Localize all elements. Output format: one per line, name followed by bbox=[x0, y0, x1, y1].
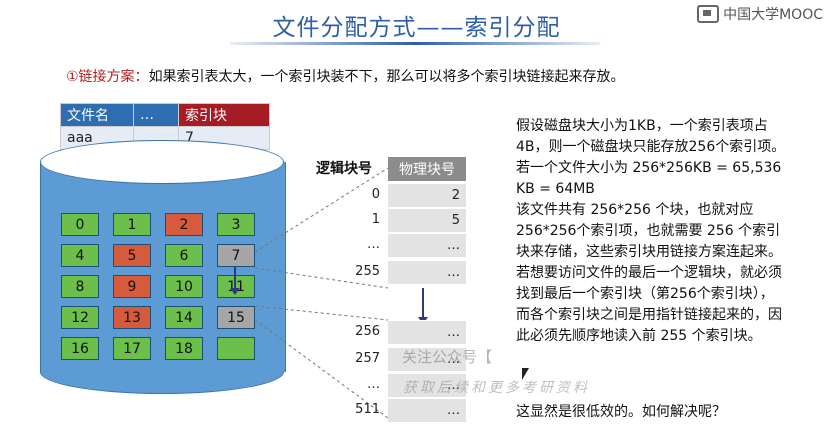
watermark-line2: 获取后续和更多考研资料 bbox=[403, 380, 590, 396]
disk-block: 13 bbox=[113, 306, 151, 329]
col-logical-header: 逻辑块号 bbox=[316, 161, 372, 177]
physical-cell: … bbox=[388, 373, 466, 397]
mooc-logo-icon bbox=[697, 5, 720, 23]
disk-block: 8 bbox=[61, 275, 99, 298]
disk-block: 14 bbox=[165, 306, 203, 329]
physical-cell: … bbox=[388, 260, 466, 284]
disk-block: 3 bbox=[217, 213, 255, 236]
logical-number: 255 bbox=[355, 264, 380, 279]
logical-number: … bbox=[367, 377, 380, 392]
next-index-block-arrow bbox=[418, 288, 428, 324]
disk-cylinder-top bbox=[40, 140, 284, 184]
disk-block-grid: 0123456789101112131415161718 bbox=[61, 213, 255, 360]
explanation-text: 假设磁盘块大小为1KB，一个索引表项占4B，则一个磁盘块只能存放256个索引项。… bbox=[516, 116, 786, 347]
disk-block: 9 bbox=[113, 275, 151, 298]
disk-block: 12 bbox=[61, 306, 99, 329]
mouse-cursor-icon bbox=[522, 368, 529, 380]
explanation-paragraph: 该文件共有 256*256 个块，也就对应 256*256个索引项，也就需要 2… bbox=[516, 202, 782, 260]
scheme-label: ①链接方案： bbox=[66, 69, 149, 85]
conclusion-text: 这显然是很低效的。如何解决呢？ bbox=[516, 404, 726, 420]
brand-logo: 中国大学MOOC bbox=[697, 4, 823, 24]
explanation-paragraph: 假设磁盘块大小为1KB，一个索引表项占4B，则一个磁盘块只能存放256个索引项。 bbox=[516, 118, 786, 155]
explanation-paragraph: 若一个文件大小为 256*256KB = 65,536 KB = 64MB bbox=[516, 160, 782, 197]
logical-number: 511 bbox=[355, 402, 380, 417]
physical-cell: … bbox=[388, 398, 466, 422]
disk-block: 18 bbox=[165, 337, 203, 360]
connector-line bbox=[254, 305, 389, 321]
disk-block: 7 bbox=[217, 244, 255, 267]
disk-block: 5 bbox=[113, 244, 151, 267]
physical-cell: 5 bbox=[388, 208, 466, 232]
logical-number: … bbox=[367, 237, 380, 252]
scheme-text: 如果索引表太大，一个索引块装不下，那么可以将多个索引块链接起来存放。 bbox=[148, 69, 625, 85]
disk-block: 10 bbox=[165, 275, 203, 298]
logical-number: 256 bbox=[355, 324, 380, 339]
title-underline bbox=[230, 42, 600, 45]
physical-cell: … bbox=[388, 233, 466, 257]
connector-line bbox=[254, 167, 389, 253]
physical-cell: 2 bbox=[388, 183, 466, 207]
disk-block: 1 bbox=[113, 213, 151, 236]
brand-name: 中国大学MOOC bbox=[723, 7, 823, 23]
disk-block: 4 bbox=[61, 244, 99, 267]
disk-block bbox=[217, 337, 255, 360]
page-title: 文件分配方式——索引分配 bbox=[272, 15, 561, 41]
header-index-block: 索引块 bbox=[178, 103, 270, 127]
disk-block: 2 bbox=[165, 213, 203, 236]
physical-cell: … bbox=[388, 347, 466, 371]
physical-cell: … bbox=[388, 320, 466, 344]
disk-block: 15 bbox=[217, 306, 255, 329]
connector-line bbox=[254, 267, 389, 289]
disk-block: 16 bbox=[61, 337, 99, 360]
disk-block: 0 bbox=[61, 213, 99, 236]
explanation-paragraph: 若想要访问文件的最后一个逻辑块，就必须找到最后一个索引块（第256个索引块），而… bbox=[516, 265, 782, 344]
logical-number: 1 bbox=[371, 212, 380, 227]
disk-block: 6 bbox=[165, 244, 203, 267]
link-arrow-7-to-15 bbox=[230, 267, 240, 295]
watermark-line1: 关注公众号【 bbox=[402, 348, 493, 366]
logical-number: 0 bbox=[371, 187, 380, 202]
disk-block: 17 bbox=[113, 337, 151, 360]
col-physical-header: 物理块号 bbox=[388, 157, 466, 181]
scheme-line: ①链接方案：如果索引表太大，一个索引块装不下，那么可以将多个索引块链接起来存放。 bbox=[66, 66, 625, 86]
logical-number: 257 bbox=[355, 351, 380, 366]
disk-cylinder: 0123456789101112131415161718 bbox=[40, 140, 286, 394]
